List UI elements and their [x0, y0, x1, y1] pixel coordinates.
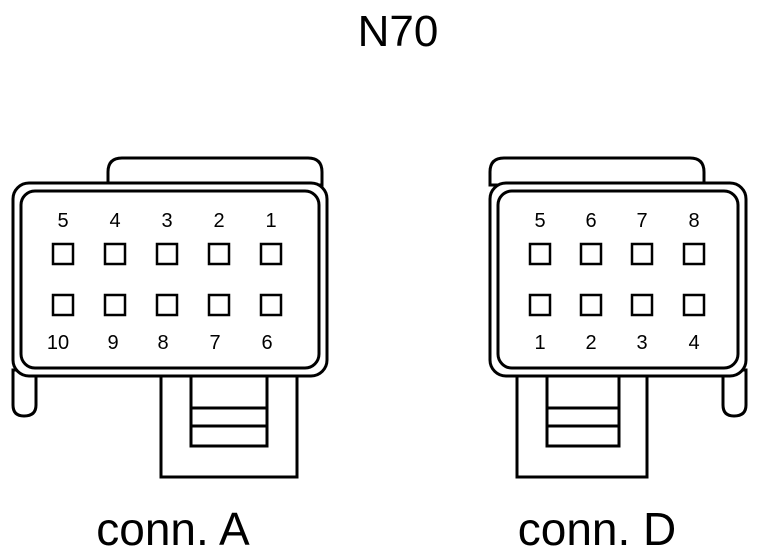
connector-a-label: conn. A: [96, 503, 250, 555]
connector-a-bottom-pins: [51, 293, 283, 317]
connector-a-face: [19, 189, 321, 370]
connector-d-bottom-labels: 1 2 3 4: [534, 332, 699, 354]
pin-number: 2: [585, 332, 596, 354]
connector-a-side-latch: [11, 368, 38, 418]
pin-cavity: [207, 242, 231, 266]
connector-d-rear-housing: [488, 156, 706, 187]
pin-number: 4: [109, 210, 120, 232]
pin-number: 6: [585, 210, 596, 232]
pin-number: 2: [213, 210, 224, 232]
pin-number: 5: [534, 210, 545, 232]
connector-a-top-labels: 5 4 3 2 1: [57, 210, 276, 232]
pin-cavity: [528, 242, 552, 266]
connector-a-bottom-labels: 10 9 8 7 6: [47, 332, 273, 354]
pin-cavity: [103, 293, 127, 317]
pin-number: 1: [534, 332, 545, 354]
connector-d-bottom-pins: [528, 293, 706, 317]
connector-d-side-latch: [721, 368, 748, 418]
pin-number: 8: [688, 210, 699, 232]
pin-cavity: [51, 293, 75, 317]
connector-d: 5 6 7 8 1 2 3 4 conn. D: [488, 156, 748, 555]
pin-cavity: [579, 242, 603, 266]
pin-number: 6: [261, 332, 272, 354]
diagram-title: N70: [358, 7, 439, 56]
pin-number: 10: [47, 332, 69, 354]
pin-cavity: [630, 242, 654, 266]
pin-number: 3: [161, 210, 172, 232]
pin-cavity: [51, 242, 75, 266]
pin-number: 4: [688, 332, 699, 354]
pin-cavity: [579, 293, 603, 317]
pin-cavity: [528, 293, 552, 317]
pin-number: 8: [157, 332, 168, 354]
pin-number: 7: [209, 332, 220, 354]
pin-cavity: [155, 293, 179, 317]
pin-cavity: [682, 293, 706, 317]
pin-cavity: [155, 242, 179, 266]
connector-d-face: [496, 189, 740, 370]
connector-d-top-pins: [528, 242, 706, 266]
pin-number: 9: [107, 332, 118, 354]
pin-cavity: [207, 293, 231, 317]
pin-cavity: [682, 242, 706, 266]
pin-cavity: [259, 242, 283, 266]
connector-d-top-labels: 5 6 7 8: [534, 210, 699, 232]
pin-number: 1: [265, 210, 276, 232]
connector-a-top-pins: [51, 242, 283, 266]
pin-number: 7: [636, 210, 647, 232]
pin-cavity: [259, 293, 283, 317]
pin-number: 3: [636, 332, 647, 354]
pin-cavity: [103, 242, 127, 266]
pin-number: 5: [57, 210, 68, 232]
connector-a: 5 4 3 2 1 10 9 8 7 6: [11, 156, 329, 555]
connector-a-rear-housing: [106, 156, 324, 187]
pin-cavity: [630, 293, 654, 317]
connector-d-label: conn. D: [518, 503, 677, 555]
